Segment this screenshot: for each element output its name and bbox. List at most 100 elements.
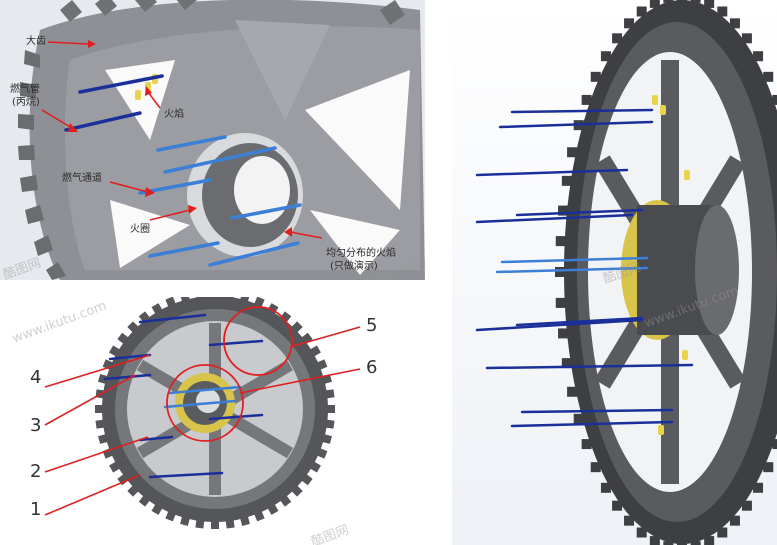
label-flame-ring: 火圈 — [130, 224, 150, 235]
gear-tooth — [95, 419, 105, 429]
callout-5: 5 — [366, 315, 378, 336]
label-flame-note-demo: (只做演示) — [330, 261, 378, 272]
gear-tooth — [717, 6, 728, 17]
gear-closeup-panel: 大齿 燃气管 (丙烷) 火焰 燃气通道 火圈 均匀分布的火焰 (只做演示) 酷图… — [0, 0, 425, 280]
gear-tooth — [291, 485, 303, 497]
gear-tooth — [624, 515, 635, 526]
gear-tooth — [109, 345, 121, 357]
gear-tooth — [327, 405, 335, 413]
gear-tooth — [612, 500, 623, 511]
gear-tooth — [753, 482, 764, 493]
gear-tooth — [741, 33, 752, 44]
gear-tooth — [240, 516, 250, 526]
label-flame: 火焰 — [164, 109, 184, 120]
gear-tooth — [567, 386, 578, 397]
label-gas-pipe: 燃气管 — [10, 84, 40, 95]
gear-tooth — [729, 515, 740, 526]
gear-tooth — [573, 413, 584, 424]
gear-tooth — [555, 236, 566, 247]
gear-tooth — [309, 461, 321, 473]
gear-tooth — [322, 434, 332, 444]
gear-tooth — [600, 482, 611, 493]
gear-tooth — [690, 541, 701, 545]
gear-tooth — [581, 439, 592, 450]
gear-tooth — [195, 519, 205, 529]
gear-tooth — [117, 332, 129, 344]
gear-tooth — [151, 303, 163, 315]
gear-tooth — [561, 358, 572, 369]
gear-angled-drawing — [475, 0, 777, 545]
gear-closeup-drawing — [18, 0, 425, 280]
gear-tooth — [567, 147, 578, 158]
label-flame-note: 均匀分布的火焰 — [326, 248, 396, 259]
callout-4: 4 — [30, 367, 42, 388]
gear-tooth — [555, 297, 566, 308]
gear-tooth — [729, 18, 740, 29]
callout-6: 6 — [366, 357, 378, 378]
gear-tooth — [624, 18, 635, 29]
gear-tooth — [325, 419, 335, 429]
gear-tooth — [636, 527, 647, 538]
gear-numbered-panel: 1 2 3 4 5 6 www.ikutu.com 酷图网 — [0, 297, 425, 545]
gear-tooth — [772, 94, 777, 105]
gear-tooth — [704, 536, 715, 545]
gear-tooth — [677, 0, 687, 1]
gear-tooth — [109, 461, 121, 473]
gear-tooth — [316, 359, 328, 370]
gear-tooth — [741, 500, 752, 511]
gear-tooth — [590, 462, 601, 473]
gear-tooth — [127, 485, 139, 497]
gear-tooth — [558, 205, 569, 216]
gear-tooth — [316, 448, 328, 459]
gear-tooth — [95, 405, 103, 413]
gear-tooth — [267, 503, 279, 515]
gear-tooth — [600, 51, 611, 62]
gear-tooth — [649, 0, 660, 8]
gear-tooth — [98, 374, 108, 384]
gear-tooth — [677, 543, 687, 545]
gear-tooth — [138, 495, 150, 507]
gear-tooth — [763, 71, 774, 82]
gear-tooth — [254, 297, 265, 308]
label-gas-channel: 燃气通道 — [62, 173, 102, 184]
gear-tooth — [663, 0, 674, 3]
gear-tooth — [180, 516, 190, 526]
gear-tooth — [555, 267, 565, 277]
gear-tooth — [704, 0, 715, 8]
gear-tooth — [590, 71, 601, 82]
callout-2: 2 — [30, 461, 42, 482]
callout-1: 1 — [30, 499, 42, 520]
gear-tooth — [325, 389, 335, 399]
gear-tooth — [225, 519, 235, 529]
gear-tooth — [649, 536, 660, 545]
gear-tooth — [558, 328, 569, 339]
gear-tooth — [138, 311, 150, 323]
gear-tooth — [180, 297, 190, 302]
gear-tooth — [663, 541, 674, 545]
gear-tooth — [211, 521, 219, 529]
gear-tooth — [772, 439, 777, 450]
gear-tooth — [690, 0, 701, 3]
gear-tooth — [151, 503, 163, 515]
gear-tooth — [753, 51, 764, 62]
gear-tooth — [165, 510, 176, 522]
gear-tooth — [309, 345, 321, 357]
callout-3: 3 — [30, 415, 42, 436]
gear-tooth — [98, 434, 108, 444]
gear-tooth — [561, 175, 572, 186]
gear-tooth — [301, 474, 313, 486]
gear-tooth — [612, 33, 623, 44]
gear-tooth — [280, 311, 292, 323]
gear-tooth — [763, 462, 774, 473]
gear-numbered-drawing — [44, 297, 361, 529]
gear-angled-panel: 酷图网 www.ikutu.com — [452, 0, 777, 545]
gear-tooth — [717, 527, 728, 538]
gear-tooth — [581, 94, 592, 105]
gear-tooth — [280, 495, 292, 507]
label-big-gear: 大齿 — [26, 36, 46, 47]
gear-tooth — [117, 474, 129, 486]
gear-tooth — [240, 297, 250, 302]
gear-tooth — [165, 297, 176, 308]
gear-tooth — [636, 6, 647, 17]
gear-tooth — [254, 510, 265, 522]
